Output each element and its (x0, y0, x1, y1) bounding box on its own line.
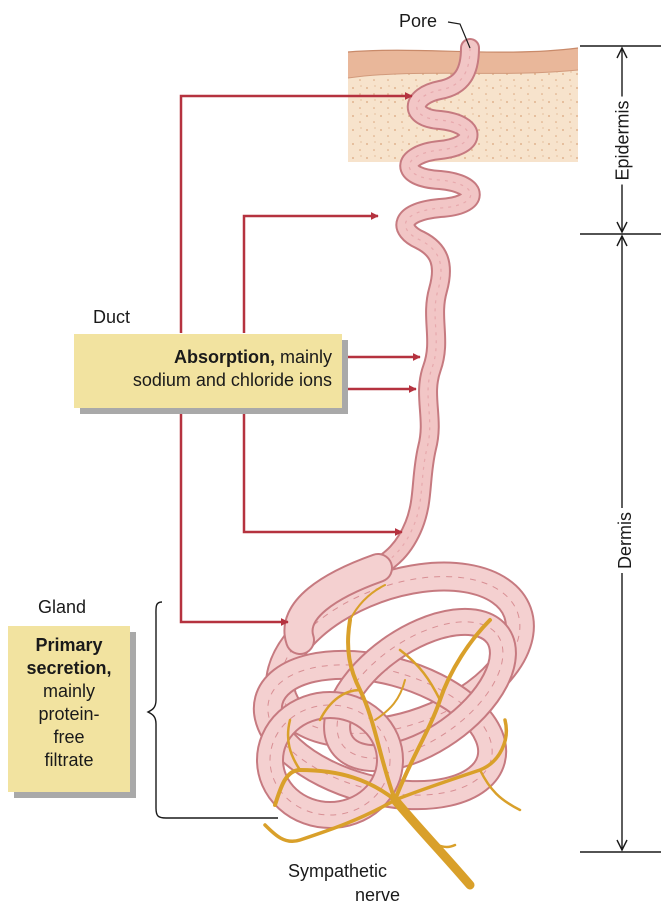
absorption-title: Absorption, (173, 347, 275, 367)
absorption-arrows (179, 92, 421, 626)
absorption-box: Absorption, mainly sodium and chloride i… (74, 334, 342, 408)
secretion-line3: mainly (42, 681, 95, 701)
nerve-label-line1: Sympathetic (288, 861, 388, 881)
secretion-line4: protein- (38, 704, 100, 724)
gland-bracket (146, 601, 278, 819)
secretion-line2: secretion, (26, 658, 112, 678)
secretion-line6: filtrate (44, 750, 94, 770)
secretion-line1: Primary (35, 635, 103, 655)
epidermis-label: Epidermis (610, 96, 636, 185)
skin-epidermis-block (347, 47, 579, 162)
gland-label: Gland (38, 597, 87, 617)
pore-label: Pore (399, 11, 438, 31)
arrow-to-lower-duct (242, 410, 403, 536)
sweat-duct (368, 38, 481, 578)
arrow-to-upper-duct (242, 212, 379, 333)
nerve-label-line2: nerve (355, 885, 401, 905)
dermis-label: Dermis (613, 508, 638, 573)
arrow-to-epidermis-duct (179, 92, 413, 333)
pore-leader-line (447, 21, 471, 49)
secretion-line5: free (53, 727, 85, 747)
absorption-ions: sodium and chloride ions (132, 370, 332, 390)
primary-secretion-box: Primary secretion, mainly protein- free … (8, 626, 130, 792)
secretory-gland-coil (252, 553, 535, 829)
duct-label: Duct (93, 307, 131, 327)
sympathetic-nerve (263, 584, 522, 890)
arrow-to-gland (179, 410, 289, 626)
absorption-mainly: mainly (274, 347, 332, 367)
